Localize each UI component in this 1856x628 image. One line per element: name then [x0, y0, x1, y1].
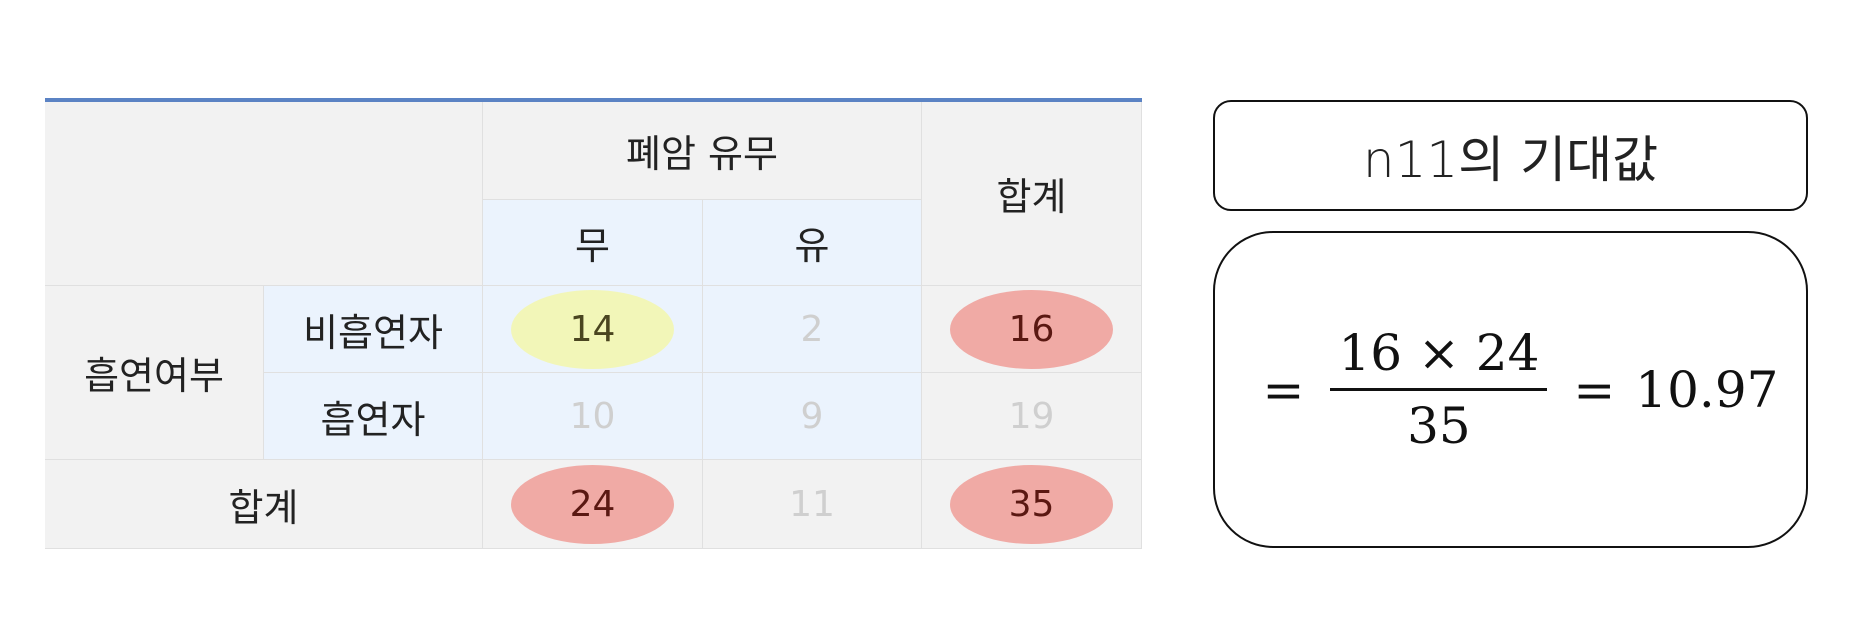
- header-cancer-label: 폐암 유무: [626, 132, 778, 176]
- fraction: 16 × 24 35: [1330, 324, 1548, 455]
- title-suffix: 의 기대값: [1458, 130, 1659, 189]
- highlight-col-total: [511, 464, 674, 544]
- row-header-nonsmoker: 비흡연자: [264, 286, 483, 373]
- highlight-grand-total: [950, 464, 1113, 544]
- formula-result: 10.97: [1635, 360, 1779, 419]
- fraction-denominator: 35: [1407, 397, 1471, 455]
- contingency-table: 폐암 유무 합계 무 유 흡연여부 비흡연자 14 2 16 흡연자 10 9 …: [45, 98, 1142, 549]
- row-header-smoker: 흡연자: [264, 373, 483, 460]
- row-header-total-label: 합계: [228, 485, 299, 530]
- cell-total-no-value: 24: [569, 483, 616, 525]
- expected-value-title: n11의 기대값: [1363, 120, 1658, 192]
- header-total-label: 합계: [996, 175, 1067, 219]
- col-header-yes-label: 유: [794, 224, 830, 268]
- equals-sign-2: =: [1573, 360, 1616, 419]
- col-header-yes: 유: [703, 200, 922, 286]
- col-header-no-label: 무: [575, 224, 610, 268]
- formula-box: = 16 × 24 35 = 10.97: [1213, 231, 1808, 548]
- table-corner-blank: [45, 102, 483, 286]
- cell-total-no: 24: [483, 460, 703, 549]
- fraction-bar: [1330, 388, 1548, 391]
- row-group-smoking: 흡연여부: [45, 286, 264, 460]
- cell-smoker-no: 10: [483, 373, 703, 460]
- equals-sign-1: =: [1262, 360, 1305, 419]
- cell-smoker-total: 19: [922, 373, 1142, 460]
- cell-nonsmoker-yes: 2: [703, 286, 922, 373]
- row-header-total: 합계: [45, 460, 483, 549]
- header-total: 합계: [922, 102, 1142, 286]
- cell-nonsmoker-total-value: 16: [1008, 308, 1055, 350]
- highlight-row-total: [950, 289, 1113, 369]
- cell-total-yes-value: 11: [789, 483, 835, 525]
- cell-total-total: 35: [922, 460, 1142, 549]
- row-group-smoking-label: 흡연여부: [84, 354, 224, 398]
- cell-total-yes: 11: [703, 460, 922, 549]
- cell-nonsmoker-no: 14: [483, 286, 703, 373]
- row-header-nonsmoker-label: 비흡연자: [303, 310, 443, 355]
- cell-smoker-no-value: 10: [569, 395, 616, 437]
- cell-smoker-yes-value: 9: [800, 395, 824, 437]
- cell-nonsmoker-total: 16: [922, 286, 1142, 373]
- row-header-smoker-label: 흡연자: [320, 397, 426, 442]
- cell-nonsmoker-yes-value: 2: [800, 308, 824, 350]
- expected-value-title-box: n11의 기대값: [1213, 100, 1808, 211]
- cell-total-total-value: 35: [1008, 483, 1055, 525]
- cell-smoker-total-value: 19: [1008, 395, 1055, 437]
- highlight-expected-cell: [511, 289, 674, 369]
- cell-nonsmoker-no-value: 14: [569, 308, 616, 350]
- cell-smoker-yes: 9: [703, 373, 922, 460]
- title-variable: n11: [1362, 130, 1459, 189]
- header-cancer: 폐암 유무: [483, 102, 922, 200]
- fraction-numerator: 16 × 24: [1338, 324, 1540, 382]
- col-header-no: 무: [483, 200, 703, 286]
